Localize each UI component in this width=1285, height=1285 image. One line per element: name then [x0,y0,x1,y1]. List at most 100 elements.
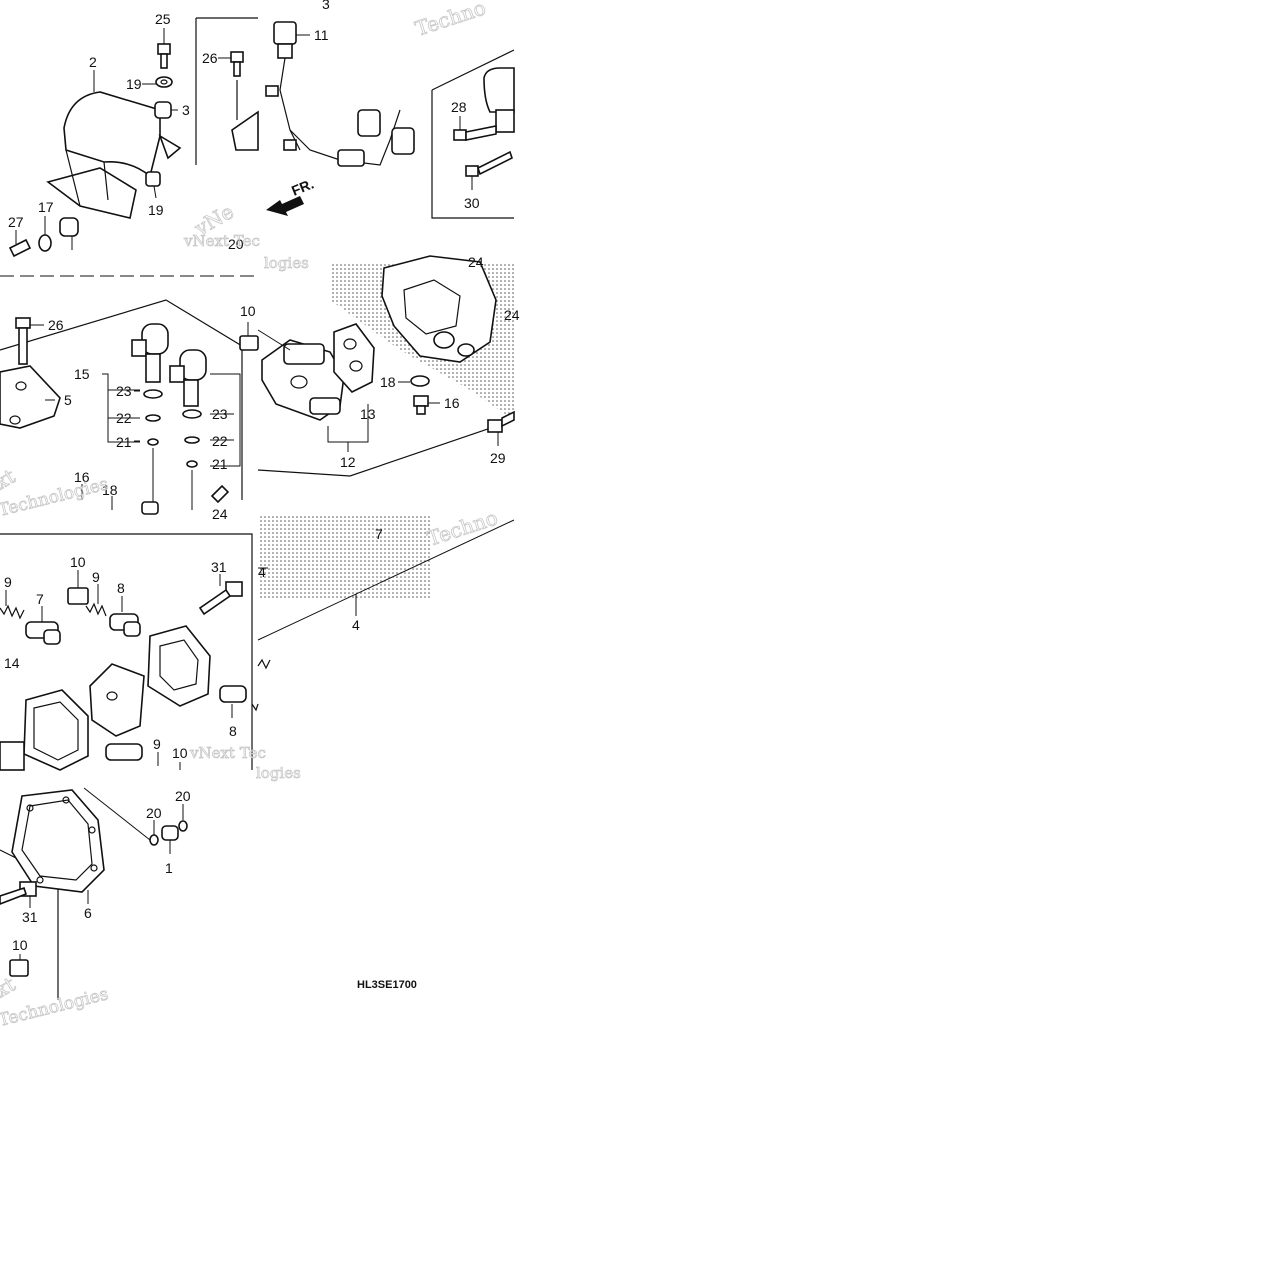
watermark: Techno [412,0,489,41]
bolt [413,395,429,415]
callout: 8 [117,580,125,596]
callout: 20 [228,236,244,252]
bolt [157,43,171,69]
washer [155,76,173,88]
valve-spool [109,613,141,637]
spring [0,604,25,620]
callout: 10 [12,937,28,953]
bolt [0,881,37,905]
callout: 23 [116,383,132,399]
bolt [465,150,513,177]
grommet [59,217,79,237]
callout: 31 [22,909,38,925]
valve-body [147,625,211,707]
tile-top: FR. 25 2 19 3 26 19 27 17 3 11 28 30 20 … [0,0,515,277]
separator-plate [89,663,145,737]
washer [410,375,430,387]
watermark: vNext Tec [189,744,266,762]
solenoid-valve [169,349,207,468]
valve-spool [105,743,143,761]
watermark: vNext Tec [183,232,260,250]
watermark: logies [264,254,309,272]
callout: 24 [212,506,228,522]
callout: 13 [360,406,376,422]
callout: 26 [202,50,218,66]
bracket-cover [46,91,182,219]
bolt [198,581,243,616]
callout: 16 [74,469,90,485]
callout: 10 [70,554,86,570]
callout: 5 [64,392,72,408]
bolt [453,125,497,141]
dash-line [83,787,151,841]
watermark: logies [256,764,301,782]
callout: 16 [444,395,460,411]
callout: 18 [102,482,118,498]
valve-spool [219,685,247,703]
callout: 9 [92,569,100,585]
o-ring [149,834,159,846]
callout: 19 [126,76,142,92]
callout: 21 [116,434,132,450]
cover-gasket [11,789,105,893]
shaft-line [257,519,515,641]
tile-middle: 26 15 23 22 21 5 23 22 21 16 18 10 13 12… [0,254,520,522]
callout: 2 [89,54,97,70]
bolt [210,484,230,504]
callout: 31 [211,559,227,575]
callout: 23 [212,406,228,422]
callout: 14 [4,655,20,671]
collar [145,171,161,187]
watermark: xt [0,464,19,494]
collar [141,501,159,515]
o-ring [178,820,188,832]
front-direction-arrow: FR. [266,175,316,216]
callout: 17 [38,199,54,215]
bracket-plate [231,110,259,151]
seal [239,335,259,351]
seal [67,587,89,605]
spring [251,703,259,712]
callout: 8 [229,723,237,739]
bolt [487,410,515,433]
callout: 22 [116,410,132,426]
callout: 30 [464,195,480,211]
callout: 27 [8,214,24,230]
tile-lower: 10 9 8 31 9 7 14 8 9 10 7 4 4 Techno vNe… [0,505,515,782]
callout: 4 [352,617,360,633]
callout: 10 [172,745,188,761]
callout: 28 [451,99,467,115]
direction-label: FR. [289,175,316,198]
callout: 20 [175,788,191,804]
callout: 9 [4,574,12,590]
grommet [154,101,172,119]
spring [85,602,107,617]
gasket [333,323,375,393]
callout: 7 [36,591,44,607]
callout: 12 [340,454,356,470]
section-frame [0,533,253,770]
callout: 24 [468,254,484,270]
callout: 26 [48,317,64,333]
valve-body [381,255,497,363]
bolt [15,317,31,365]
callout: 11 [314,27,329,43]
drawing-code: HL3SE1700 [357,979,417,991]
section-frame [431,49,515,219]
callout: 1 [165,860,173,876]
callout: 4 [258,564,266,580]
gasket [0,741,25,771]
plug [161,825,179,841]
bracket [0,365,61,429]
valve-body [23,689,89,771]
callout: 3 [182,102,190,118]
callout: 9 [153,736,161,752]
callout: 29 [490,450,506,466]
callout: 15 [74,366,90,382]
callout: 18 [380,374,396,390]
callout: 25 [155,11,171,27]
bolt [8,238,32,258]
callout: 10 [240,303,256,319]
wire-harness [265,21,415,167]
